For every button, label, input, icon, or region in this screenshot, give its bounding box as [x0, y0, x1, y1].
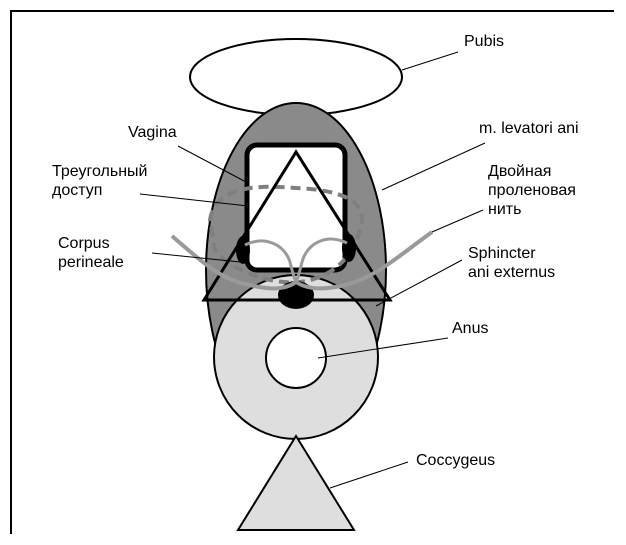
corpus-left-marker	[236, 236, 250, 264]
corpus-right-marker	[342, 234, 356, 262]
label-pubis: Pubis	[464, 32, 504, 51]
leader-thread	[432, 210, 483, 232]
label-double-thread: Двойная проленовая нить	[488, 162, 576, 219]
label-vagina: Vagina	[128, 123, 177, 142]
label-triangular-access: Треугольный доступ	[52, 162, 147, 200]
coccygeus-shape	[238, 436, 354, 530]
label-coccygeus: Coccygeus	[416, 451, 495, 470]
leader-levator	[382, 143, 485, 190]
leader-pubis	[402, 52, 458, 70]
anus-shape	[266, 328, 326, 388]
label-corpus-perineale: Corpus perineale	[58, 234, 124, 272]
leader-sphincter	[376, 260, 462, 306]
label-levator-ani: m. levatori ani	[479, 119, 579, 138]
label-sphincter: Sphincter ani externus	[468, 244, 555, 282]
leader-coccygeus	[330, 462, 408, 488]
label-anus: Anus	[452, 319, 488, 338]
